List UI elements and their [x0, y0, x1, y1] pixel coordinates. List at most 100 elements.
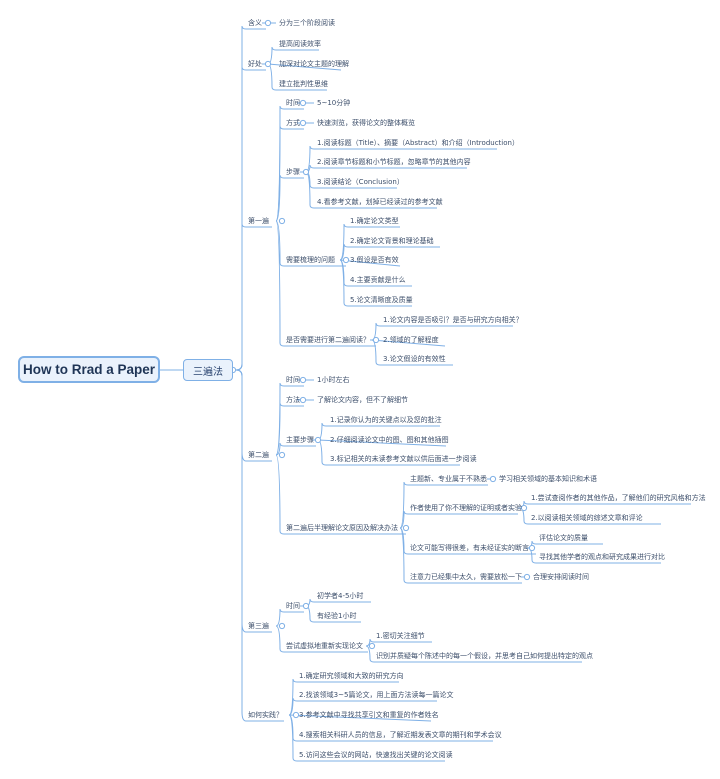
node-pass2-way-label[interactable]: 方法	[286, 396, 300, 404]
node-practice-item[interactable]: 5.访问这些会议的网站，快速找出关键的论文阅读	[299, 751, 453, 759]
node-practice-item[interactable]: 4.搜索相关科研人员的信息，了解近期发表文章的期刊和学术会议	[299, 731, 502, 739]
connector	[235, 223, 272, 371]
node-pass1-step[interactable]: 4.看参考文献，划掉已经读过的参考文献	[317, 198, 443, 206]
main-topic-node[interactable]: 三遍法	[183, 359, 233, 381]
node-pass2[interactable]: 第二遍	[248, 451, 269, 459]
node-pass2-reason[interactable]: 主题新、专业属于不熟悉	[410, 475, 487, 483]
node-pass1-need[interactable]: 是否需要进行第二遍阅读？	[286, 336, 370, 344]
node-pass3-try[interactable]: 尝试虚拟地重新实现论文	[286, 642, 363, 650]
node-pass1-question[interactable]: 1.确定论文类型	[350, 217, 399, 225]
connector	[399, 481, 488, 529]
node-pass1[interactable]: 第一遍	[248, 217, 269, 225]
connector	[288, 714, 432, 722]
node-pass1-step[interactable]: 2.阅读章节标题和小节标题，忽略章节的其他内容	[317, 158, 471, 166]
node-pass1-question[interactable]: 5.论文清晰度及质量	[350, 296, 413, 304]
node-haochu-item[interactable]: 提高阅读效率	[279, 40, 321, 48]
node-pass2-reason-fix[interactable]: 1.尝试查阅作者的其他作品，了解他们的研究风格和方法	[531, 494, 706, 502]
node-pass1-step[interactable]: 3.阅读结论（Conclusion）	[317, 178, 404, 186]
root-node[interactable]: How to Rrad a Paper	[18, 356, 160, 383]
node-haochu-item[interactable]: 建立批判性思维	[279, 80, 328, 88]
node-pass2-step[interactable]: 1.记录你认为的关键点以及您的批注	[330, 416, 442, 424]
node-pass3[interactable]: 第三遍	[248, 622, 269, 630]
node-pass1-step[interactable]: 1.阅读标题（Title）、摘要（Abstract）和介绍（Introducti…	[317, 139, 519, 147]
node-pass3-try-item[interactable]: 识别并质疑每个陈述中的每一个假设，并思考自己如何提出特定的观点	[376, 652, 593, 660]
node-pass2-steps[interactable]: 主要步骤	[286, 436, 314, 444]
node-pass2-time-label[interactable]: 时间	[286, 376, 300, 384]
node-pass2-reason[interactable]: 注意力已经集中太久，需要放松一下	[410, 573, 522, 581]
connector	[288, 714, 445, 762]
collapse-toggle	[299, 396, 307, 404]
collapse-toggle	[523, 573, 531, 581]
node-pass2-reason-fix[interactable]: 寻找其他学者的观点和研究成果进行对比	[539, 553, 665, 561]
node-practice[interactable]: 如何实践？	[248, 711, 283, 719]
node-pass1-need-item[interactable]: 3.论文假设的有效性	[383, 355, 446, 363]
node-practice-item[interactable]: 3.参考文献中寻找共享引文和重复的作者姓名	[299, 711, 439, 719]
node-pass1-need-item[interactable]: 2.领域的了解程度	[383, 336, 439, 344]
node-pass2-reason-fix[interactable]: 2.以阅读相关领域的综述文章和评论	[531, 514, 643, 522]
node-pass2-reason-fix[interactable]: 学习相关领域的基本知识和术语	[499, 475, 597, 483]
collapse-toggle	[302, 168, 310, 176]
connector	[399, 510, 518, 529]
node-practice-item[interactable]: 2.找该领域3~5篇论文，用上面方法读每一篇论文	[299, 691, 454, 699]
connector	[275, 220, 346, 267]
collapse-toggle	[299, 119, 307, 127]
collapse-toggle	[299, 99, 307, 107]
node-pass1-way[interactable]: 快速浏览，获得论文的整体概览	[317, 119, 415, 127]
node-pass2-reason-fix[interactable]: 评估论文的质量	[539, 534, 588, 542]
connector	[267, 63, 327, 91]
connector	[275, 608, 304, 627]
collapse-toggle	[264, 60, 272, 68]
connector	[339, 259, 412, 307]
node-pass3-time[interactable]: 初学者4-5小时	[317, 592, 364, 600]
connector	[399, 527, 522, 584]
node-pass2-reasons[interactable]: 第二遍后半理解论文原因及解决办法	[286, 524, 398, 532]
node-pass3-time-label[interactable]: 时间	[286, 602, 300, 610]
connector	[339, 259, 401, 267]
connector	[365, 638, 432, 647]
node-pass1-steps[interactable]: 步骤	[286, 168, 300, 176]
connector	[275, 402, 304, 456]
connector	[275, 220, 376, 347]
collapse-toggle	[372, 336, 380, 344]
node-pass2-way[interactable]: 了解论文内容，但不了解细节	[317, 396, 408, 404]
node-yiyi-desc[interactable]: 分为三个阶段阅读	[279, 19, 335, 27]
connector	[288, 678, 399, 716]
node-pass3-time[interactable]: 有经验1小时	[317, 612, 357, 620]
node-pass3-try-item[interactable]: 1.密切关注细节	[376, 632, 425, 640]
connector	[339, 243, 440, 261]
node-pass2-step[interactable]: 2.仔细阅读论文中的图、图和其他插图	[330, 436, 449, 444]
node-pass2-step[interactable]: 3.标记相关的未读参考文献以供后面进一步阅读	[330, 455, 477, 463]
collapse-toggle	[520, 504, 528, 512]
collapse-toggle	[342, 256, 350, 264]
connector	[365, 645, 582, 663]
node-pass1-time-label[interactable]: 时间	[286, 99, 300, 107]
node-pass1-question[interactable]: 4.主要贡献是什么	[350, 276, 406, 284]
connector	[339, 223, 400, 261]
node-pass1-question[interactable]: 2.确定论文背景和理论基础	[350, 237, 434, 245]
collapse-toggle	[368, 642, 376, 650]
node-yiyi[interactable]: 含义	[248, 19, 262, 27]
node-pass2-reason-fix[interactable]: 合理安排阅读时间	[533, 573, 589, 581]
collapse-toggle	[528, 544, 536, 552]
node-pass1-way-label[interactable]: 方式	[286, 119, 300, 127]
node-pass1-questions[interactable]: 需要梳理的问题	[286, 256, 335, 264]
node-pass2-reason[interactable]: 作者使用了你不理解的证明或者实验	[410, 504, 522, 512]
node-pass1-time[interactable]: 5~10分钟	[317, 99, 351, 107]
connector	[275, 125, 304, 222]
connector	[371, 339, 446, 347]
connector	[275, 625, 368, 653]
connector	[235, 25, 266, 371]
node-haochu-item[interactable]: 加深对论文主题的理解	[279, 60, 349, 68]
node-practice-item[interactable]: 1.确定研究领域和大致的研究方向	[299, 672, 404, 680]
node-pass1-need-item[interactable]: 1.论文内容是否吸引？是否与研究方向相关？	[383, 316, 523, 324]
node-pass2-time[interactable]: 1小时左右	[317, 376, 350, 384]
node-pass1-question[interactable]: 3.假设是否有效	[350, 256, 399, 264]
node-haochu[interactable]: 好处	[248, 60, 262, 68]
collapse-toggle	[278, 217, 286, 225]
connector	[235, 369, 272, 633]
node-pass2-reason[interactable]: 论文可能写得很差，有未经证实的断言	[410, 544, 529, 552]
collapse-toggle	[302, 602, 310, 610]
collapse-toggle	[299, 376, 307, 384]
